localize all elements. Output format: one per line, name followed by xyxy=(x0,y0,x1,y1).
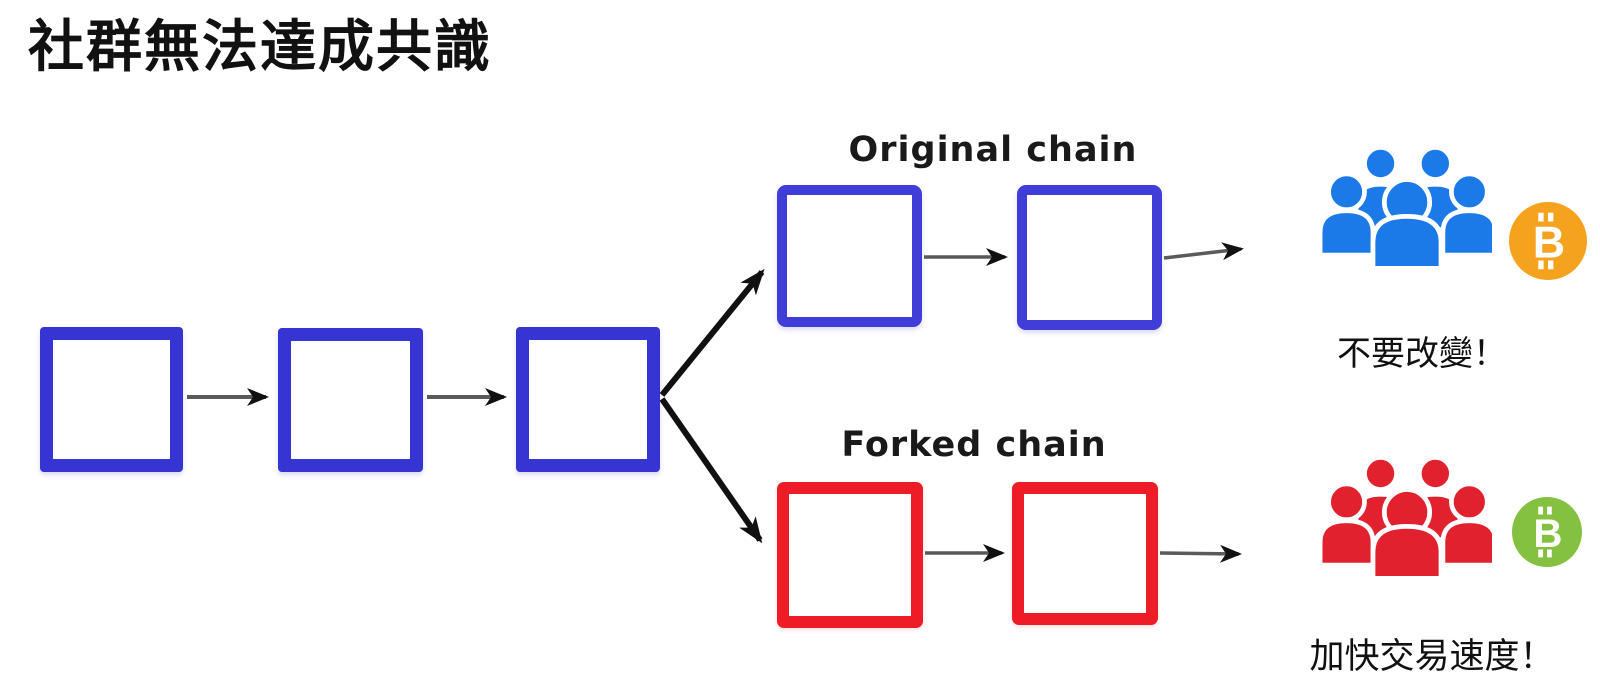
fork-arrow-down xyxy=(659,397,763,544)
main-chain-block-1 xyxy=(40,327,183,472)
coin-letter: B xyxy=(1533,217,1565,268)
arrow-forked-out xyxy=(1159,544,1242,563)
forked-chain-block-2 xyxy=(1012,482,1158,625)
original-chain-block-2 xyxy=(1017,185,1162,330)
person-mid-right xyxy=(1440,481,1492,568)
crowd-red-icon xyxy=(1322,455,1492,581)
coin-disc xyxy=(1512,497,1582,567)
forked-chain-block-1 xyxy=(777,482,923,628)
person-front-center xyxy=(1370,177,1444,271)
forked-group-caption: 加快交易速度！ xyxy=(1309,637,1555,677)
main-chain-block-2 xyxy=(278,328,423,472)
page-title: 社群無法達成共識 xyxy=(28,14,492,80)
person-mid-left xyxy=(1322,481,1376,568)
forked-chain-label: Forked chain xyxy=(841,425,1107,465)
original-chain-block-1 xyxy=(777,185,922,327)
crowd-blue-icon xyxy=(1322,145,1492,271)
person-mid-right xyxy=(1440,171,1492,258)
coin-disc xyxy=(1509,202,1587,280)
original-group-caption: 不要改變！ xyxy=(1337,334,1507,374)
arrow-original-out xyxy=(1163,242,1244,261)
fork-arrow-up xyxy=(659,268,765,397)
person-front-center xyxy=(1370,487,1444,581)
main-chain-block-3 xyxy=(516,327,660,472)
person-mid-left xyxy=(1322,171,1376,258)
bitcoin-icon-orange: B xyxy=(1509,202,1587,280)
coin-letter: B xyxy=(1533,511,1562,556)
bitcoin-icon-green: B xyxy=(1512,497,1582,567)
original-chain-label: Original chain xyxy=(848,130,1138,170)
